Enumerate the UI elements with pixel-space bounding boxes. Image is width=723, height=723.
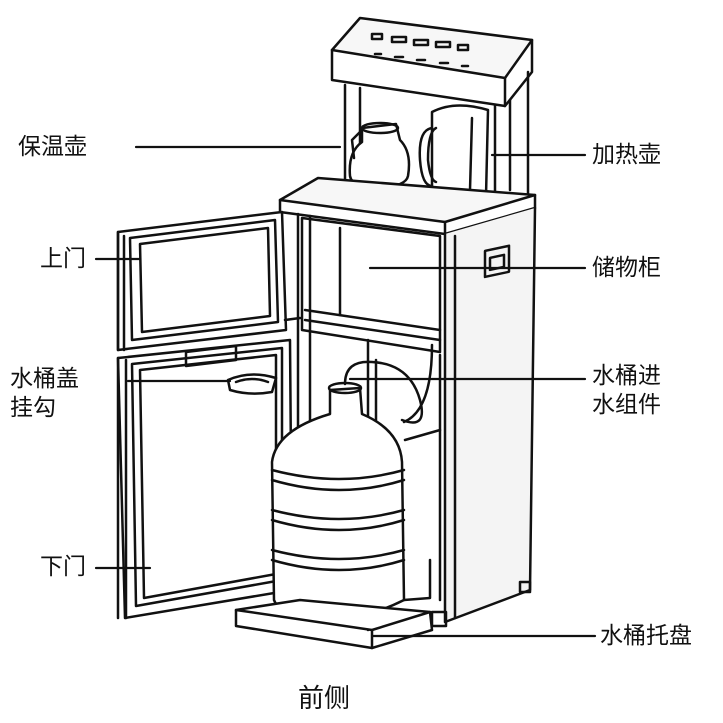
bucket-tray <box>234 558 434 650</box>
label-inlet-assembly: 水桶进 水组件 <box>592 362 661 420</box>
label-lower-door: 下门 <box>40 554 86 580</box>
label-inlet-assembly-line1: 水桶进 <box>592 363 661 389</box>
label-bucket-tray: 水桶托盘 <box>600 623 692 649</box>
upper-door <box>116 210 302 352</box>
thermos-pot <box>348 121 411 190</box>
label-thermos-pot: 保温壶 <box>18 134 87 160</box>
leader-lines <box>94 145 597 638</box>
label-inlet-assembly-line2: 水组件 <box>592 391 661 418</box>
label-bucket-lid-hook-line2: 挂勾 <box>10 394 56 421</box>
label-bucket-lid-hook-line1: 水桶盖 <box>10 366 79 392</box>
label-heating-kettle: 加热壶 <box>592 142 661 168</box>
water-bucket <box>270 343 434 622</box>
panel-columns <box>343 70 530 197</box>
label-storage-cabinet: 储物柜 <box>592 255 661 281</box>
control-panel <box>330 16 534 108</box>
caption-front-side: 前侧 <box>298 684 351 714</box>
label-bucket-lid-hook: 水桶盖 挂勾 <box>10 365 79 423</box>
cabinet-body <box>278 176 537 632</box>
label-upper-door: 上门 <box>40 246 86 272</box>
heating-kettle <box>418 104 490 201</box>
